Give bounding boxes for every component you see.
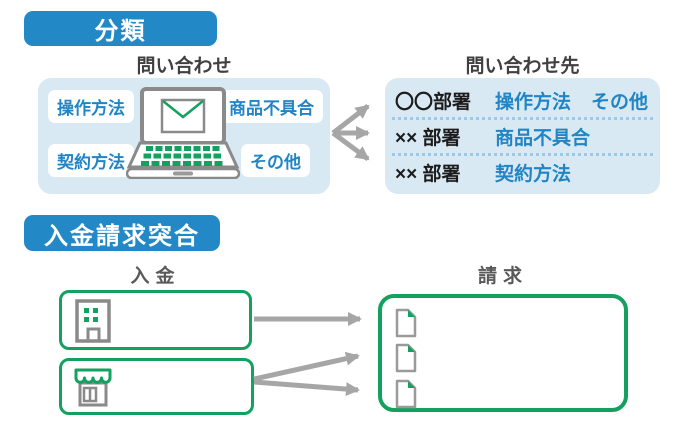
billing-box (378, 294, 628, 412)
inquiry-panel: 操作方法 商品不具合 契約方法 その他 (38, 78, 330, 194)
inquiry-dest-title: 問い合わせ先 (465, 56, 580, 77)
document-icon (395, 308, 417, 338)
store-icon (74, 368, 112, 407)
dest-category: その他 (591, 91, 649, 113)
dest-row-1: 〇〇部署 操作方法 その他 (385, 84, 660, 117)
deposit-title: 入金 (130, 266, 181, 287)
dest-dept-name: ×× 部署 (395, 127, 461, 149)
document-icon (395, 379, 417, 409)
classification-header: 分類 (24, 11, 217, 46)
dest-category: 契約方法 (495, 163, 572, 185)
deposit-box-store (59, 358, 254, 415)
dotted-divider (392, 116, 653, 120)
dest-row-2: ×× 部署 商品不具合 (385, 120, 660, 153)
inquiry-dest-panel: 〇〇部署 操作方法 その他 ×× 部署 商品不具合 ×× 部署 契約方法 (385, 78, 660, 194)
matching-header: 入金請求突合 (24, 215, 220, 251)
dest-category: 商品不具合 (495, 127, 591, 149)
building-icon (75, 299, 111, 343)
dest-dept-name: ×× 部署 (395, 163, 461, 185)
inquiry-source-title: 問い合わせ (136, 56, 232, 77)
dest-row-3: ×× 部署 契約方法 (385, 156, 660, 189)
dotted-divider (392, 152, 653, 156)
dest-dept-name: 〇〇部署 (395, 91, 472, 113)
category-tag-contract: 契約方法 (48, 144, 134, 177)
category-tag-product-defect: 商品不具合 (220, 90, 323, 123)
dest-category: 操作方法 (495, 91, 572, 113)
deposit-box-company (59, 290, 252, 350)
category-tag-operation: 操作方法 (48, 90, 134, 123)
document-icon (395, 343, 417, 373)
category-tag-other: その他 (241, 144, 310, 177)
billing-title: 請求 (477, 266, 528, 287)
keyboard-keys (141, 146, 223, 166)
laptop-icon (126, 87, 240, 179)
